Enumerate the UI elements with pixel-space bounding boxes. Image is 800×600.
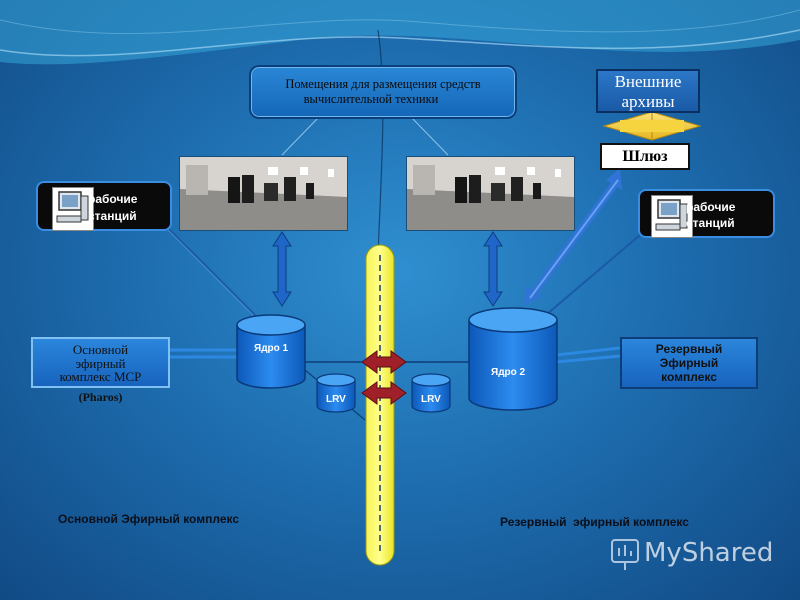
rooms-box-line1: Помещения для размещения средств (285, 77, 481, 91)
reserve-complex-line1: Резервный (655, 342, 723, 356)
link-main-box-core1 (170, 348, 238, 359)
external-archives-line1: Внешние (614, 72, 682, 91)
gateway-box: Шлюз (600, 143, 690, 170)
main-complex-pharos: (Pharos) (78, 390, 123, 404)
server-room-image (180, 157, 347, 230)
core1-cylinder (236, 314, 306, 389)
main-complex-caption: Основной Эфирный комплекс (58, 512, 240, 526)
rooms-box-line2: вычислительной техники (303, 92, 439, 106)
main-complex-box: Основной эфирный комплекс MCP (31, 337, 170, 388)
link-left-ws-core1 (164, 224, 256, 316)
reserve-complex-line3: комплекс (661, 370, 717, 384)
main-complex-line3: комплекс MCP (59, 369, 142, 384)
computer-icon (651, 195, 693, 238)
external-archives-box: Внешние архивы (596, 69, 700, 113)
server-room-image (407, 157, 574, 230)
reserve-complex-line2: Эфирный (659, 356, 719, 370)
rooms-box: Помещения для размещения средств вычисли… (249, 65, 517, 119)
workstations-right-line1: рабочие (686, 200, 736, 214)
workstations-right-line2: станций (686, 216, 735, 230)
lrv-left-label: LRV (326, 394, 346, 405)
main-complex-line1: Основной (72, 342, 129, 357)
watermark-text: MyShared (644, 538, 774, 568)
workstations-right-box: рабочие станций (638, 189, 775, 238)
arrow-archives-gateway (602, 111, 702, 141)
lrv-left-cylinder (316, 373, 356, 413)
top-wave-line (0, 29, 800, 57)
core2-cylinder (468, 307, 558, 411)
computer-icon (52, 187, 94, 231)
lrv-right-cylinder (411, 373, 451, 413)
lrv-right-label: LRV (421, 394, 441, 405)
arrow-photo-core2 (483, 231, 503, 307)
reserve-complex-box: Резервный Эфирный комплекс (620, 337, 758, 389)
server-room-photo-left (179, 156, 348, 231)
link-reserve-box-core2 (555, 346, 621, 364)
workstations-left-box: рабочие станций (36, 181, 172, 231)
divider-bar (365, 244, 395, 566)
watermark-logo-icon (611, 539, 639, 570)
red-arrow-lower (361, 381, 407, 405)
external-archives-line2: архивы (621, 92, 675, 111)
main-complex-line2: эфирный (75, 355, 126, 371)
reserve-complex-caption: Резервный эфирный комплекс (500, 515, 689, 529)
core2-label: Ядро 2 (491, 367, 526, 378)
arrow-gateway-core2 (524, 168, 622, 306)
gateway-label: Шлюз (622, 148, 668, 165)
link-right-ws-core2 (539, 234, 641, 321)
server-room-photo-right (406, 156, 575, 231)
arrow-photo-core1 (272, 231, 292, 307)
workstations-left-line2: станций (88, 209, 137, 223)
workstations-left-line1: рабочие (88, 192, 138, 206)
core1-label: Ядро 1 (254, 343, 289, 354)
red-arrow-upper (361, 350, 407, 374)
